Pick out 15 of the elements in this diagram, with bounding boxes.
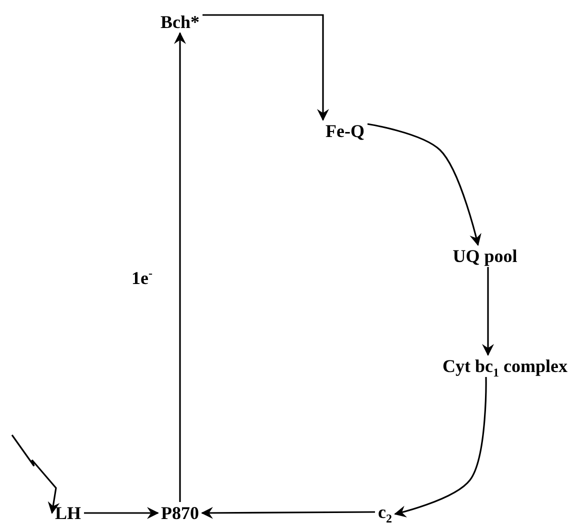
arrow — [367, 123, 482, 246]
arrow — [482, 267, 494, 356]
node-label: LH — [55, 503, 81, 523]
node-label: P870 — [161, 503, 199, 523]
arrow — [174, 32, 186, 502]
node-label: Bch* — [160, 12, 200, 32]
node-label: Fe-Q — [326, 121, 364, 141]
node-label: UQ pool — [452, 246, 518, 266]
node-label: Cyt bc$_{1}$ complex — [442, 356, 568, 376]
arrow — [84, 507, 159, 519]
arrow — [394, 377, 487, 518]
arrow — [201, 506, 375, 519]
lightning-arrow — [11, 434, 60, 514]
node-label: c$_{2}$ — [378, 502, 392, 522]
arrow — [202, 14, 329, 121]
